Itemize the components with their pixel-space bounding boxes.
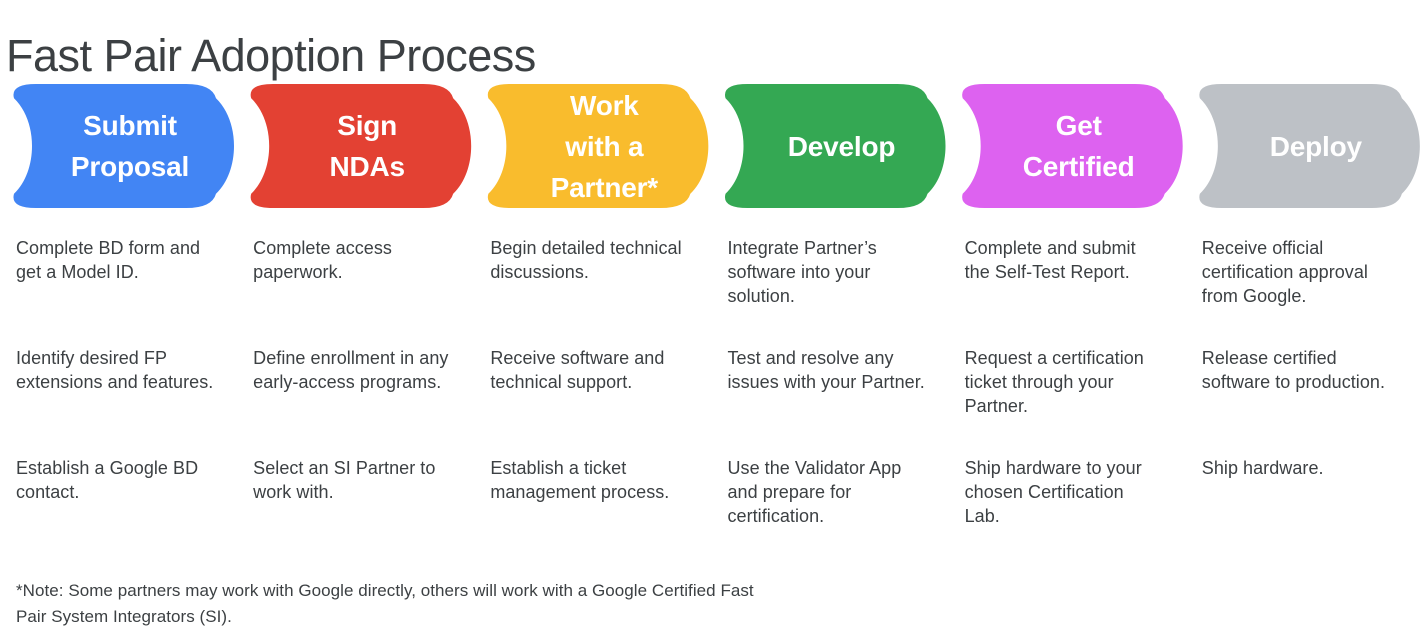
step-column: Receive official certification approval … [1186,236,1423,528]
step-column: Complete BD form and get a Model ID. Iden… [0,236,237,528]
stage-label-deploy[interactable]: Deploy [1224,84,1408,208]
stage-label-line: NDAs [329,151,405,182]
stage-label-develop[interactable]: Develop [750,84,934,208]
step-bullet: Complete and submit the Self-Test Report… [964,238,1136,282]
step-bullet: Begin detailed technical discussions. [490,238,682,282]
step-bullet: Request a certification ticket through y… [964,348,1144,416]
stage-label-line: Develop [787,130,896,162]
stage-label-work-with-a-partner[interactable]: Work with a Partner* [512,84,696,208]
stage-shape-submit-proposal [13,84,235,208]
stage-shape-get-certified [962,84,1183,208]
step-bullet: Complete BD form and get a Model ID. [16,238,201,282]
stage-shape-sign-ndas [250,84,472,208]
step-bullet: Establish a ticket management process. [490,458,670,502]
step-bullet: Release certified software to production… [1201,348,1386,392]
stage-label-line: Deploy [1269,130,1362,162]
stage-shape-develop [724,84,946,208]
step-bullet: Identify desired FP extensions and featu… [16,348,214,392]
step-bullet: Define enrollment in any early-access pr… [253,348,449,392]
step-bullet: Ship hardware to your chosen Certificati… [964,458,1142,526]
step-bullet: Complete access paperwork. [253,238,392,282]
step-bullet: Integrate Partner’s software into your s… [727,238,877,306]
step-bullet: Receive software and technical support. [490,348,665,392]
stage-label-line: Work [569,89,639,121]
step-bullet: Receive official certification approval … [1201,238,1368,306]
step-bullet: Test and resolve any issues with your Pa… [727,348,925,392]
stage-label-line: Sign [337,110,398,141]
stage-label-line: Proposal [70,151,190,182]
stage-shape-work-with-a-partner [487,84,709,208]
process-banner-shapes [13,84,1420,208]
stage-label-line: Partner* [550,171,659,203]
step-bullet: Establish a Google BD contact. [16,458,199,502]
step-column: Integrate Partner’s software into your s… [711,236,948,528]
stage-label-line: with a [565,130,644,162]
stage-shape-deploy [1199,84,1420,208]
stage-label-line: Certified [1022,151,1135,182]
step-column: Complete and submit the Self-Test Report… [949,236,1186,528]
page-title: Fast Pair Adoption Process [6,30,536,82]
step-bullet: Ship hardware. [1201,458,1324,478]
step-bullet: Select an SI Partner to work with. [253,458,436,502]
step-columns: Complete BD form and get a Model ID. Iden… [0,236,1423,528]
footnote-note: *Note: Some partners may work with Googl… [16,581,754,626]
stage-label-line: Submit [83,110,177,141]
step-bullet: Use the Validator App and prepare for ce… [727,458,902,526]
step-column: Complete access paperwork. Define enrollm… [237,236,474,528]
stage-label-line: Get [1055,110,1102,141]
step-column: Begin detailed technical discussions. Rec… [474,236,711,528]
